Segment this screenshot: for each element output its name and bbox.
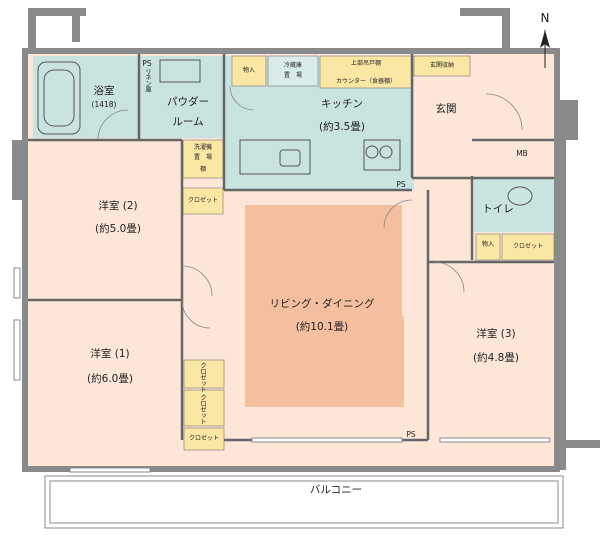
shoe-cabinet-label: 玄関収納 [429,62,455,69]
room-western2-name: 洋室 (2) [98,200,138,212]
upper-cabinet-label: 上部吊戸棚 [350,60,382,67]
room-western3-size: (約4.8畳) [473,352,519,364]
compass-label: N [540,11,550,25]
closet-west1-b-label: クロゼット [198,394,207,424]
washer-line2: 置 場 [193,154,213,161]
room-kitchen-size: (約3.5畳) [319,121,365,133]
room-western1-size: (約6.0畳) [87,373,133,385]
closet-west3-label: クロゼット [512,243,544,250]
washer-line1: 洗濯機 [193,144,213,151]
walls [12,8,600,472]
storage-blocks [182,55,555,451]
balcony [44,475,564,529]
ps-bottom-label: PS [406,430,416,439]
room-western1-name: 洋室 (1) [90,348,130,360]
room-toilet-name: トイレ [482,203,514,215]
fridge-line2: 置 場 [283,72,303,79]
fridge-line1: 冷蔵庫 [283,62,303,69]
interior-walls [28,54,554,442]
closet-west2-label: クロゼット [187,197,219,204]
ldk-rug [245,205,404,407]
mb-label: MB [516,149,528,158]
windows [13,267,551,473]
ps-mid-label: PS [396,180,406,189]
room-powder-line2: ルーム [172,116,204,128]
counter-label: カウンター（食器棚） [335,78,397,85]
balcony-label: バルコニー [309,484,363,496]
room-powder-line1: パウダー [167,96,209,108]
room-entrance-name: 玄関 [435,103,457,115]
room-western3-name: 洋室 (3) [476,328,516,340]
ps-top-label: PS [142,59,152,68]
fixtures [159,59,533,206]
linen-label: リネン庫 [143,68,152,92]
room-ldk-size: (約10.1畳) [295,321,349,333]
door-swings [97,85,523,329]
room-ldk-name: リビング・ダイニング [269,298,375,310]
room-bath-size: (1418) [91,100,117,109]
compass-icon [540,30,550,68]
room-western2-size: (約5.0畳) [95,223,141,235]
shelf-label: 棚 [199,166,207,173]
room-kitchen-name: キッチン [321,98,363,110]
room-bath-name: 浴室 [93,85,115,97]
storage-west3-label: 物入 [481,241,495,248]
closet-west1-c-label: クロゼット [188,435,220,442]
bathtub [37,61,81,135]
closet-west1-a-label: クロゼット [198,362,207,392]
storage-kitchen-label: 物入 [242,67,256,74]
fridge-area [267,55,319,87]
